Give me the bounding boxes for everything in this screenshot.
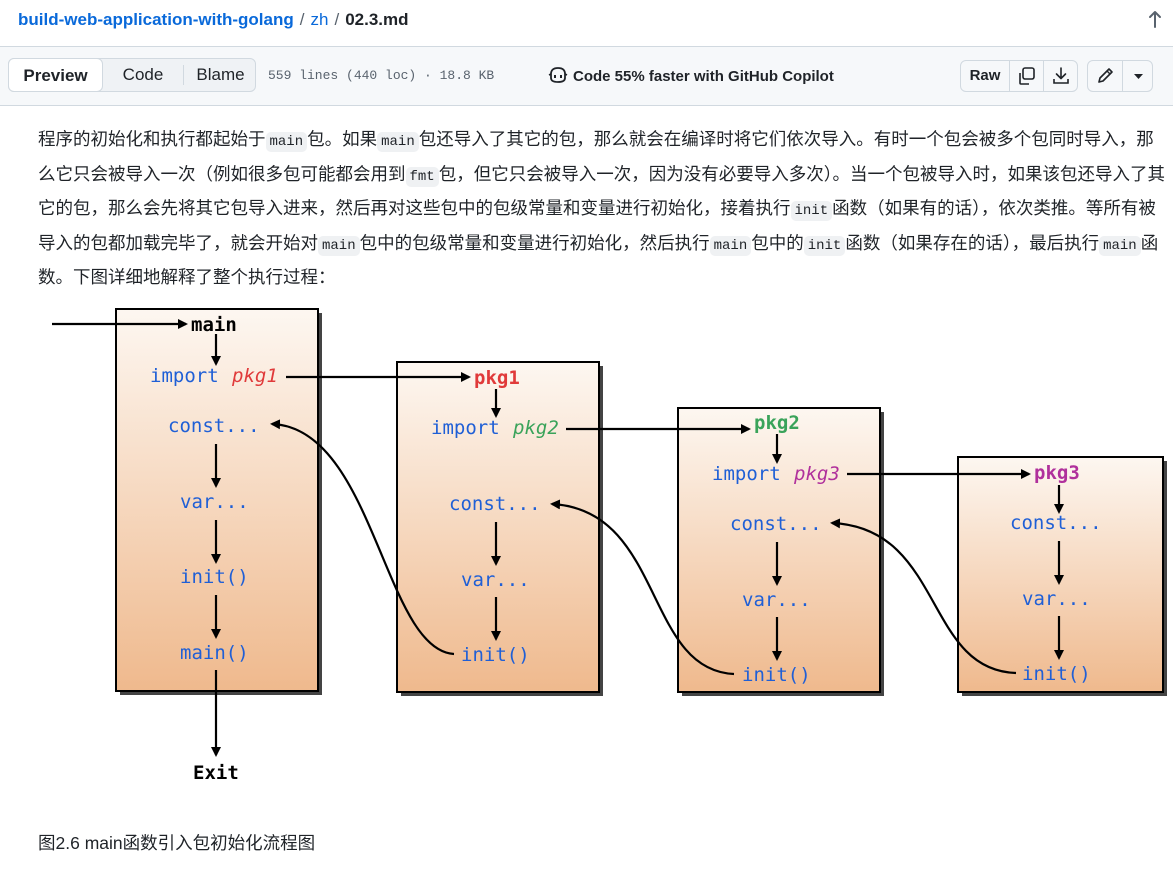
pkg1-box (396, 361, 600, 693)
inline-code: main (1099, 235, 1141, 256)
download-icon (1053, 67, 1069, 84)
tab-preview[interactable]: Preview (8, 58, 103, 92)
file-meta: 559 lines (440 loc) · 18.8 KB (268, 68, 495, 83)
inline-code: main (318, 235, 360, 256)
view-mode-toggle: Preview Code Blame (8, 58, 256, 92)
pkg1-init: init() (461, 644, 530, 666)
flow-arrows (52, 319, 1064, 757)
edit-button[interactable] (1088, 61, 1122, 91)
breadcrumb-dir-link[interactable]: zh (310, 10, 329, 29)
pkg2-box (677, 407, 881, 693)
main-main-call: main() (180, 642, 249, 664)
pkg1-var: var... (461, 569, 530, 591)
paragraph-text: 函数（如果存在的话），最后执行 (845, 232, 1100, 253)
main-const: const... (168, 415, 260, 437)
copilot-icon (548, 67, 568, 83)
breadcrumb-file: 02.3.md (345, 10, 409, 29)
pkg1-import-pkg2: pkg2 (512, 417, 559, 439)
main-init: init() (180, 566, 249, 588)
inline-code: main (377, 132, 419, 152)
pkg2-var: var... (742, 589, 811, 611)
copy-icon (1019, 67, 1035, 85)
edit-group (1087, 60, 1153, 92)
pkg3-const: const... (1010, 512, 1102, 534)
download-button[interactable] (1043, 61, 1077, 91)
pkg1-const: const... (449, 493, 541, 515)
pkg2-import-keyword: import (712, 463, 781, 485)
pkg3-init: init() (1022, 663, 1091, 685)
inline-code: init (803, 235, 846, 256)
edit-dropdown-button[interactable] (1122, 61, 1153, 91)
pkg2-return-arrow (550, 499, 735, 676)
pkg1-return-arrow (270, 419, 455, 656)
main-import-pkg1: pkg1 (231, 365, 278, 387)
pkg1-title: pkg1 (474, 367, 520, 389)
tab-code[interactable]: Code (122, 65, 164, 84)
arrow-up-icon[interactable] (1145, 8, 1165, 30)
pkg2-import-pkg3: pkg3 (793, 463, 840, 485)
copy-raw-button[interactable] (1009, 61, 1043, 91)
figure-caption: 图2.6 main函数引入包初始化流程图 (38, 833, 316, 853)
main-title: main (191, 314, 237, 336)
pkg3-var: var... (1022, 588, 1091, 610)
file-header: build-web-application-with-golang / zh / 02.… (0, 0, 1173, 44)
paragraph-text: 函数（如果有的话），依次类推。等所有被导入的包都加载完毕了，就会开始对 (38, 198, 1156, 253)
paragraph-text: 包中的 (751, 232, 804, 253)
inline-code: main (709, 235, 752, 256)
paragraph-text: 包。如果 (307, 129, 378, 149)
main-var: var... (180, 491, 249, 513)
inline-code: main (265, 132, 308, 152)
exit-label: Exit (193, 762, 239, 784)
inline-code: fmt (405, 166, 439, 187)
init-flow-diagram: .kw { font-family: "DejaVu Sans Mono", m… (52, 308, 1167, 784)
copilot-promo-label: Code 55% faster with GitHub Copilot (573, 68, 834, 85)
paragraph-text: 包中的包级常量和变量进行初始化，然后执行 (359, 232, 710, 253)
pkg3-return-arrow (830, 518, 1017, 675)
inline-code: init (790, 201, 833, 221)
paragraph-text: 程序的初始化和执行都起始于 (38, 129, 266, 149)
triangle-down-icon (1134, 74, 1143, 79)
paragraph-text: 函数。下图详细地解释了整个执行过程： (38, 232, 1159, 288)
pkg1-import-keyword: import (431, 417, 500, 439)
pkg3-box (957, 456, 1164, 693)
breadcrumb-separator: / (299, 10, 305, 29)
paragraph-text: 包还导入了其它的包，那么就会在编译时将它们依次导入。有时一个包会被多个包同时导入… (38, 129, 1154, 184)
pencil-icon (1098, 68, 1113, 83)
main-import-keyword: import (150, 365, 219, 387)
raw-copy-download-group: Raw (960, 60, 1078, 92)
breadcrumb: build-web-application-with-golang / zh / 02.… (18, 10, 409, 30)
file-toolbar: Preview Code Blame 559 lines (440 loc) ·… (0, 46, 1173, 106)
paragraph-text: 包，但它只会被导入一次，因为没有必要导入多次）。当一个包被导入时，如果该包还导入… (38, 163, 1165, 219)
pkg2-init: init() (742, 664, 811, 686)
pkg2-title: pkg2 (754, 412, 800, 434)
breadcrumb-separator: / (334, 10, 340, 29)
tab-blame[interactable]: Blame (183, 65, 257, 85)
breadcrumb-repo-link[interactable]: build-web-application-with-golang (18, 10, 294, 29)
pkg3-title: pkg3 (1034, 462, 1080, 484)
copilot-promo[interactable]: Code 55% faster with GitHub Copilot (548, 66, 834, 85)
pkg2-const: const... (730, 513, 822, 535)
raw-button[interactable]: Raw (969, 67, 1001, 84)
